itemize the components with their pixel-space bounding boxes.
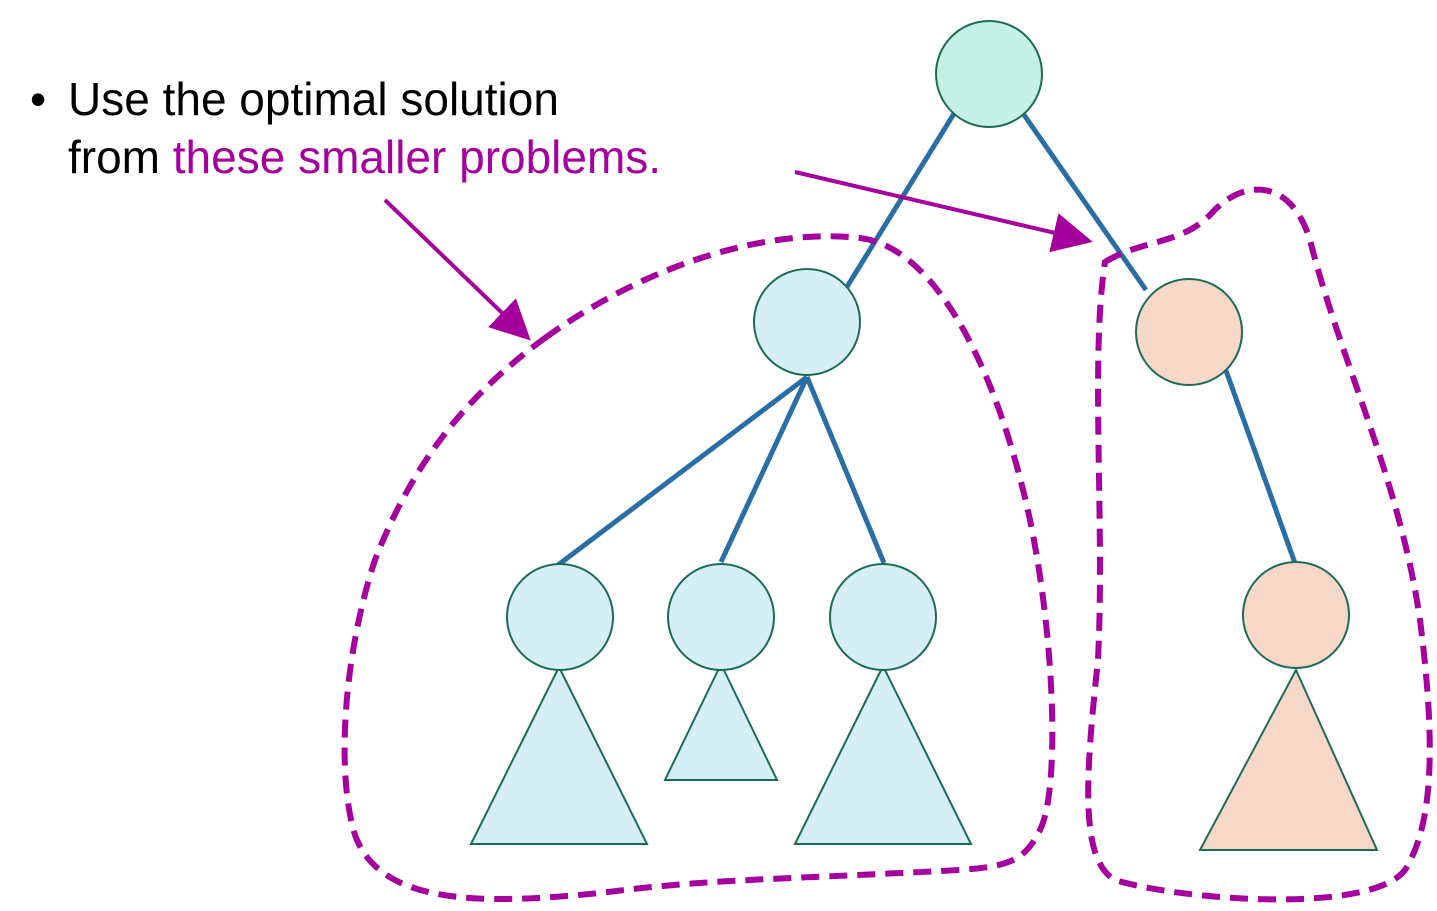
- bullet-text: • Use the optimal solution from these sma…: [30, 70, 661, 186]
- right-triangle: [1198, 667, 1379, 851]
- tree-nodes: [506, 20, 1350, 671]
- subtree-triangles: [469, 661, 1379, 851]
- left-group-outline: [341, 233, 1056, 902]
- right-group-outline: [1085, 186, 1433, 903]
- callout-arrows: [383, 170, 1093, 341]
- tree-edges: [556, 110, 1299, 567]
- left-child-node-3: [829, 563, 937, 671]
- left-child-node-1: [506, 563, 614, 671]
- left-triangle-3: [793, 663, 973, 845]
- left-subtree-root-node: [753, 268, 861, 376]
- bullet-marker: •: [30, 73, 47, 125]
- edge-root-right: [1019, 110, 1149, 292]
- right-subtree-root-node: [1135, 278, 1243, 386]
- bullet-line-2: from these smaller problems.: [30, 128, 661, 186]
- left-triangle-2: [663, 661, 779, 781]
- edge-right-child: [1221, 364, 1299, 567]
- edge-left-child3: [804, 376, 887, 564]
- left-child-node-2: [667, 563, 775, 671]
- edge-root-left: [842, 110, 958, 292]
- arrow-to-left-group: [383, 198, 531, 341]
- group-outlines: [341, 186, 1433, 903]
- right-child-node: [1242, 561, 1350, 669]
- bullet-line-2-prefix: from: [68, 131, 173, 183]
- highlight-text: these smaller problems.: [172, 131, 662, 183]
- edge-left-child1: [556, 375, 809, 567]
- root-node: [935, 20, 1043, 128]
- bullet-line-1: • Use the optimal solution: [30, 70, 661, 128]
- arrow-to-right-group: [794, 170, 1093, 253]
- left-triangle-1: [469, 664, 649, 845]
- bullet-line-1-text: Use the optimal solution: [68, 73, 559, 125]
- edge-left-child2: [718, 375, 810, 564]
